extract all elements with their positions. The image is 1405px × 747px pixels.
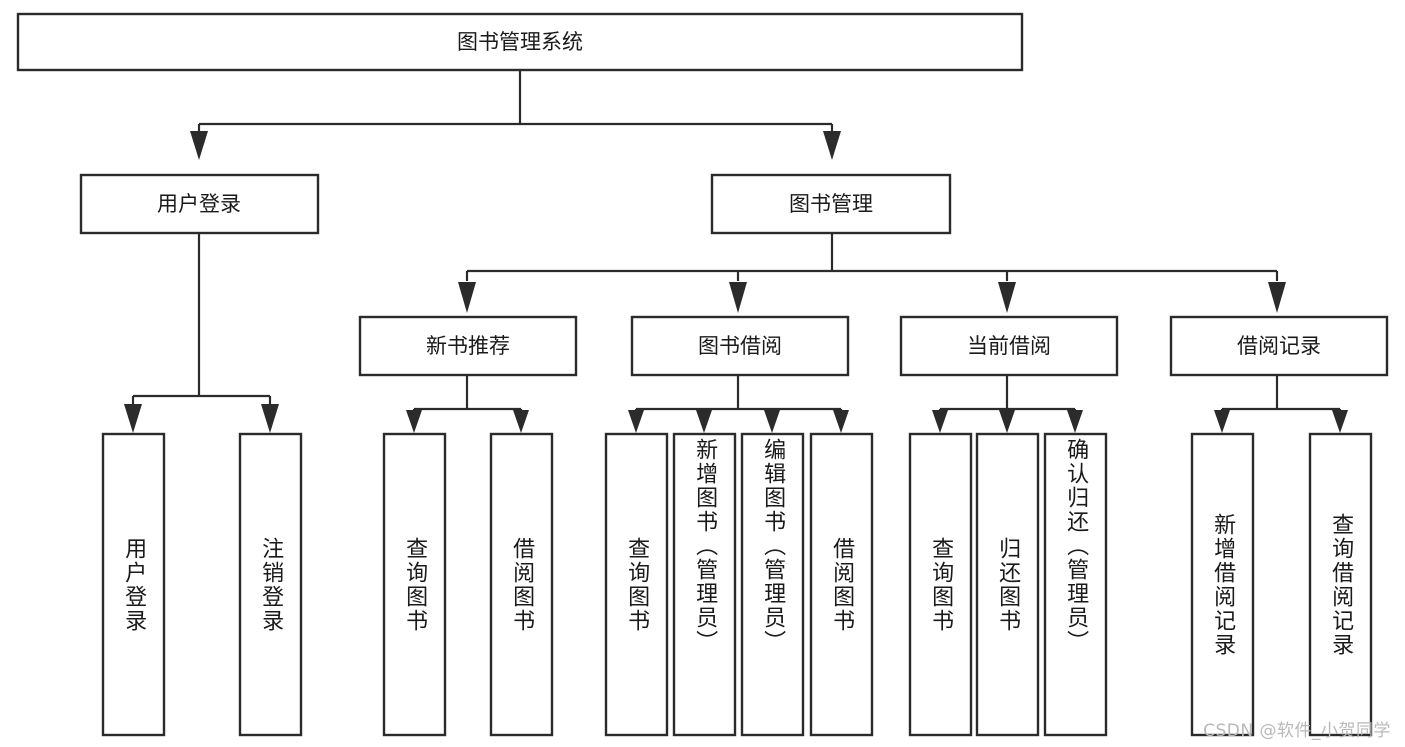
node-current-borrow[interactable]: 当前借阅 bbox=[899, 315, 1119, 377]
leaf-box-cb-return-book[interactable] bbox=[975, 432, 1040, 737]
leaf-box-bb-query-book[interactable] bbox=[604, 432, 669, 737]
leaf-box-nb-borrow-book[interactable] bbox=[489, 432, 554, 737]
node-current-borrow-box[interactable] bbox=[899, 315, 1119, 377]
arrow-to-leaf-bb-edit bbox=[764, 410, 780, 433]
node-root-box[interactable] bbox=[16, 12, 1024, 72]
arrow-to-leaf-logout bbox=[261, 404, 279, 433]
arrow-to-book-mgmt bbox=[823, 131, 841, 160]
arrow-to-leaf-cb-query bbox=[932, 410, 948, 433]
node-book-management-label: 图书管理 bbox=[789, 192, 873, 216]
leaf-box-logout[interactable] bbox=[238, 432, 303, 737]
arrow-to-leaf-bb-borrow bbox=[833, 410, 849, 433]
node-new-book-recommend-label: 新书推荐 bbox=[426, 334, 510, 358]
arrow-to-leaf-nb-query bbox=[406, 410, 422, 433]
node-user-login-box[interactable] bbox=[79, 173, 320, 235]
leaf-box-bb-add-book[interactable] bbox=[672, 432, 737, 737]
connector-group bbox=[124, 70, 1348, 433]
arrow-to-leaf-br-query bbox=[1332, 410, 1348, 433]
arrow-to-leaf-cb-return bbox=[999, 410, 1015, 433]
csdn-watermark: CSDN @软件_小贺同学 bbox=[1203, 721, 1391, 741]
leaf-box-cb-confirm-return[interactable] bbox=[1043, 432, 1108, 737]
node-new-book-recommend-box[interactable] bbox=[358, 315, 578, 377]
node-user-login[interactable]: 用户登录 bbox=[79, 173, 320, 235]
arrow-to-leaf-user-login bbox=[124, 404, 142, 433]
node-borrow-record-label: 借阅记录 bbox=[1237, 334, 1321, 358]
node-borrow-record[interactable]: 借阅记录 bbox=[1169, 315, 1389, 377]
leaf-box-nb-query-book[interactable] bbox=[382, 432, 447, 737]
leaf-box-br-query-record[interactable] bbox=[1308, 432, 1373, 737]
node-user-login-label: 用户登录 bbox=[157, 192, 241, 216]
arrow-to-book-borrow bbox=[729, 282, 747, 313]
node-book-borrow-label: 图书借阅 bbox=[698, 334, 782, 358]
node-book-management-box[interactable] bbox=[710, 173, 952, 235]
arrow-to-current-borrow bbox=[998, 282, 1016, 313]
node-root-label: 图书管理系统 bbox=[457, 30, 583, 54]
node-new-book-recommend[interactable]: 新书推荐 bbox=[358, 315, 578, 377]
arrow-to-leaf-nb-borrow bbox=[513, 410, 529, 433]
arrow-to-borrow-record bbox=[1268, 282, 1286, 313]
arrow-to-new-book bbox=[458, 282, 476, 313]
node-book-borrow[interactable]: 图书借阅 bbox=[630, 315, 850, 377]
arrow-to-leaf-cb-confirm bbox=[1067, 410, 1083, 433]
leaf-box-cb-query-book[interactable] bbox=[908, 432, 973, 737]
leaf-box-user-login[interactable] bbox=[101, 432, 166, 737]
node-current-borrow-label: 当前借阅 bbox=[967, 334, 1051, 358]
node-book-borrow-box[interactable] bbox=[630, 315, 850, 377]
node-root[interactable]: 图书管理系统 bbox=[16, 12, 1024, 72]
arrow-to-leaf-br-add bbox=[1214, 410, 1230, 433]
arrow-to-leaf-bb-add bbox=[696, 410, 712, 433]
arrow-to-leaf-bb-query bbox=[628, 410, 644, 433]
arrow-to-user-login bbox=[190, 131, 208, 160]
node-book-management[interactable]: 图书管理 bbox=[710, 173, 952, 235]
leaf-box-bb-borrow-book[interactable] bbox=[809, 432, 874, 737]
leaf-box-br-add-record[interactable] bbox=[1190, 432, 1255, 737]
leaf-box-group bbox=[101, 432, 1373, 737]
leaf-box-bb-edit-book[interactable] bbox=[740, 432, 805, 737]
node-borrow-record-box[interactable] bbox=[1169, 315, 1389, 377]
